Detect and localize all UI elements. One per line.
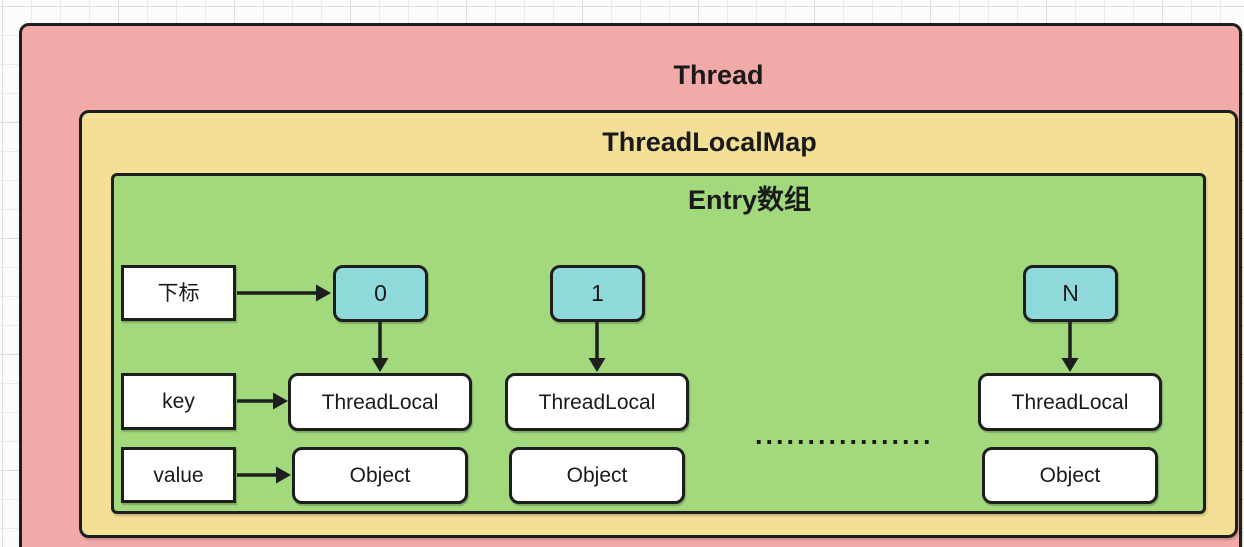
entry-n-key-box: ThreadLocal (978, 373, 1162, 431)
entry-n-index-box: N (1023, 265, 1118, 322)
entry-1-value-box: Object (509, 447, 685, 504)
entry-n-value-box: Object (982, 447, 1158, 504)
thread-title: Thread (673, 60, 764, 90)
value-row-label-box: value (121, 447, 236, 503)
entry-0-key-box: ThreadLocal (288, 373, 472, 431)
ellipsis-dots: ................. (755, 420, 934, 450)
entry-0-value-box: Object (292, 447, 468, 504)
threadlocalmap-title: ThreadLocalMap (602, 127, 817, 157)
entry-array-title: Entry数组 (687, 185, 812, 215)
entry-0-index-box: 0 (333, 265, 428, 322)
key-row-label-box: key (121, 373, 236, 430)
entry-1-key-box: ThreadLocal (505, 373, 689, 431)
index-row-label-box: 下标 (121, 265, 236, 321)
entry-1-index-box: 1 (550, 265, 645, 322)
